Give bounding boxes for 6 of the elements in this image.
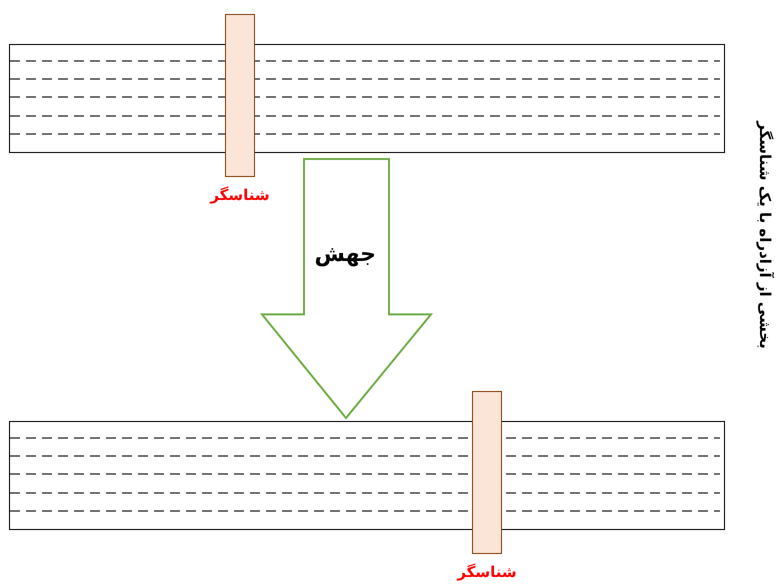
road-drawing	[9, 421, 725, 530]
detector-label: شناسگر	[456, 562, 518, 582]
detector-label: شناسگر	[208, 185, 271, 205]
block-arrow	[260, 158, 434, 420]
road-drawing	[9, 44, 725, 153]
side-caption: بخشی از آزادراه با یک شناسگر	[755, 120, 776, 351]
